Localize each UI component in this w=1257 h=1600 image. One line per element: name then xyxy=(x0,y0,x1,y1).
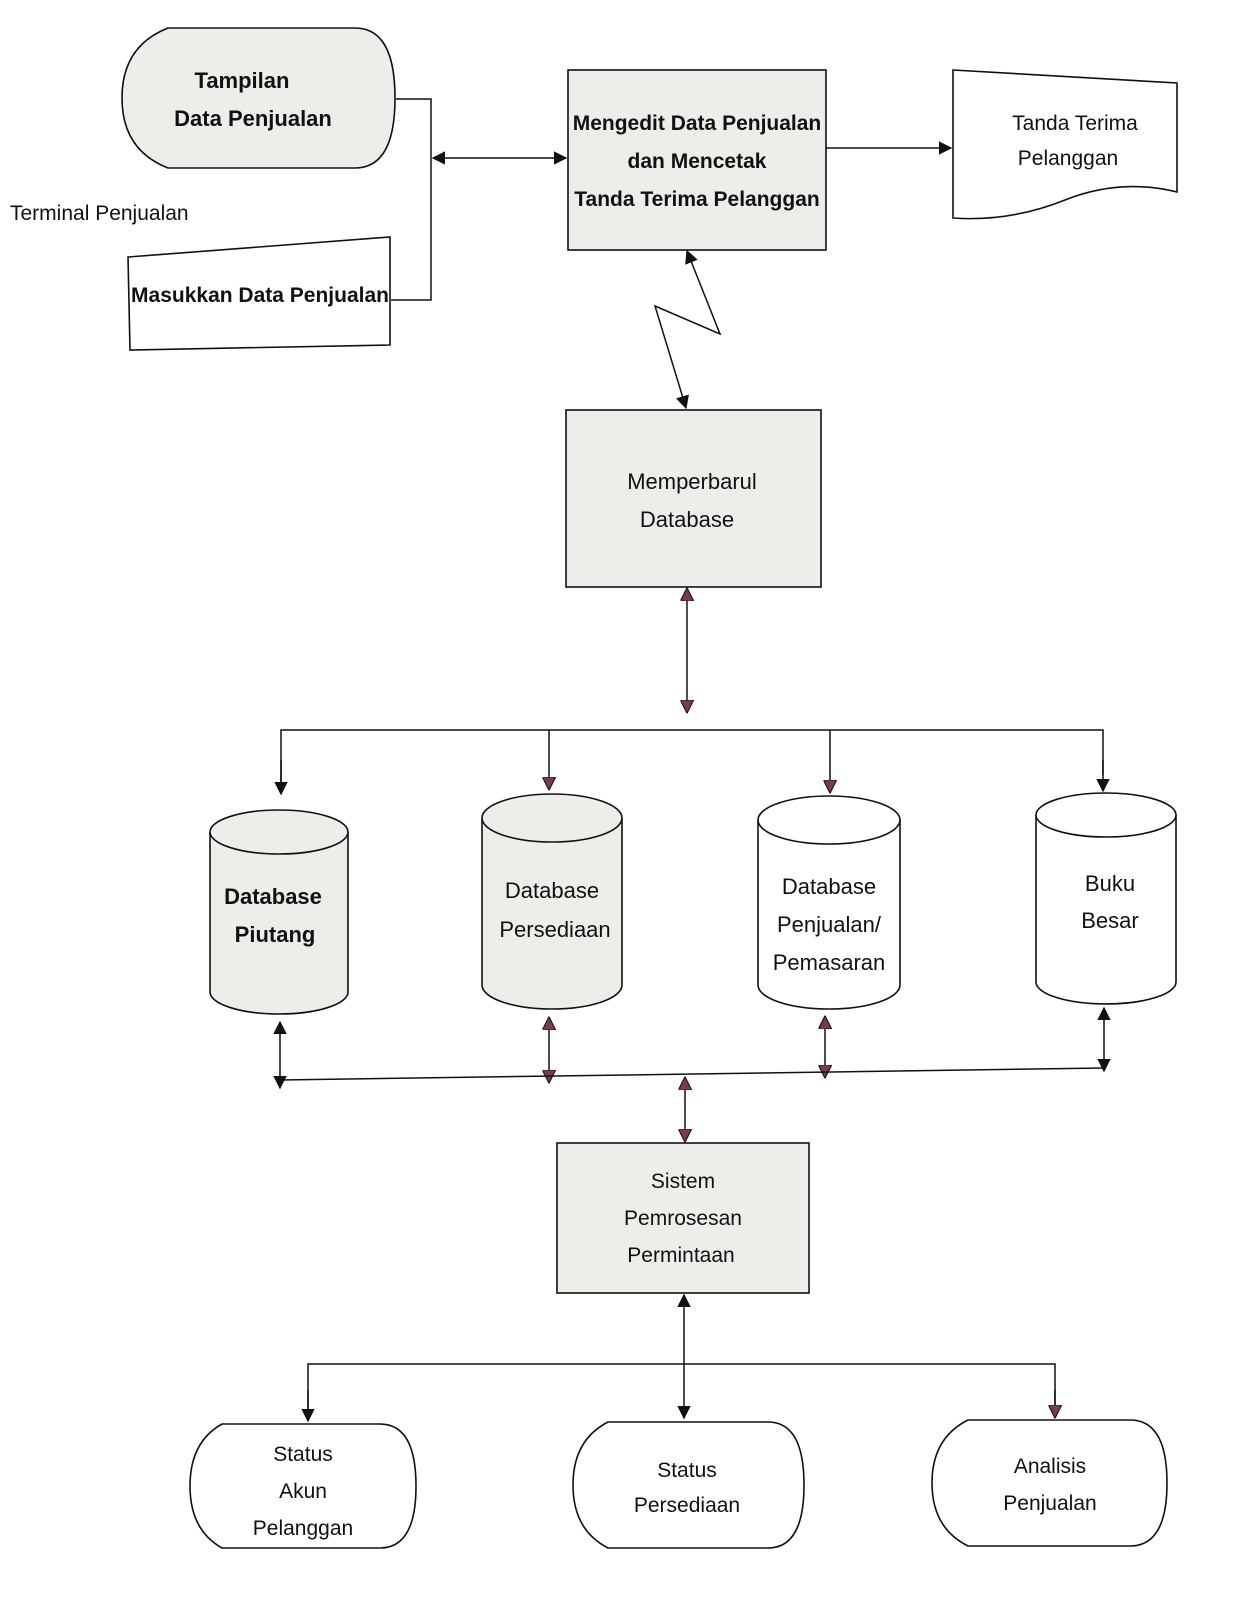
general-ledger-line-1: Buku xyxy=(1085,871,1135,896)
customer-account-status-line-1: Status xyxy=(273,1443,333,1466)
general-ledger-line-2: Besar xyxy=(1081,908,1138,933)
update-database-line-1: Memperbarul xyxy=(627,469,757,494)
customer-account-status-line-2: Akun xyxy=(279,1480,327,1503)
inquiry-system-process: Sistem Pemrosesan Permintaan xyxy=(556,1142,810,1294)
db-sales-marketing-line-2: Penjualan/ xyxy=(777,912,882,937)
inquiry-system-line-2: Pemrosesan xyxy=(624,1207,742,1230)
update-database-line-2: Database xyxy=(640,507,734,532)
display-sales-data-line-1: Tampilan xyxy=(195,68,290,93)
inventory-status-line-2: Persediaan xyxy=(634,1494,740,1517)
customer-receipt-line-1: Tanda Terima xyxy=(1012,112,1138,135)
db-inventory-line-2: Persediaan xyxy=(499,917,610,942)
connector-output-bus xyxy=(307,1363,1056,1418)
edit-and-print-line-3: Tanda Terima Pelanggan xyxy=(574,188,819,211)
connector-db-distribution-bus xyxy=(280,729,1104,792)
inquiry-system-line-1: Sistem xyxy=(651,1170,715,1193)
input-sales-data-label: Masukkan Data Penjualan xyxy=(131,284,389,307)
db-sales-marketing-line-1: Database xyxy=(782,874,876,899)
db-receivables-line-2: Piutang xyxy=(235,922,316,947)
sales-analysis-line-2: Penjualan xyxy=(1003,1492,1096,1515)
update-database-process: Memperbarul Database xyxy=(565,409,822,588)
customer-receipt-document: Tanda Terima Pelanggan xyxy=(952,69,1178,220)
display-sales-data-line-2: Data Penjualan xyxy=(174,106,332,131)
connector-inquiry-bus xyxy=(279,1067,1105,1081)
edit-and-print-line-1: Mengedit Data Penjualan xyxy=(573,112,822,135)
db-inventory-line-1: Database xyxy=(505,878,599,903)
db-inventory-cylinder: Database Persediaan xyxy=(481,793,623,1010)
customer-receipt-line-2: Pelanggan xyxy=(1018,147,1118,170)
inquiry-system-line-3: Permintaan xyxy=(627,1244,734,1267)
connector-telecom-link xyxy=(653,249,722,410)
edit-and-print-process: Mengedit Data Penjualan dan Mencetak Tan… xyxy=(567,69,827,251)
inventory-status-line-1: Status xyxy=(657,1459,717,1482)
db-sales-marketing-line-3: Pemasaran xyxy=(773,950,886,975)
display-sales-data: Tampilan Data Penjualan xyxy=(121,27,396,169)
db-sales-marketing-cylinder: Database Penjualan/ Pemasaran xyxy=(757,795,901,1010)
customer-account-status-display: Status Akun Pelanggan xyxy=(189,1423,417,1549)
sales-analysis-display: Analisis Penjualan xyxy=(931,1419,1168,1547)
sales-analysis-line-1: Analisis xyxy=(1014,1455,1086,1478)
db-receivables-line-1: Database xyxy=(224,884,322,909)
input-sales-data: Masukkan Data Penjualan xyxy=(127,236,391,351)
inventory-status-display: Status Persediaan xyxy=(572,1421,805,1549)
db-receivables-cylinder: Database Piutang xyxy=(209,809,349,1015)
general-ledger-cylinder: Buku Besar xyxy=(1035,792,1177,1005)
customer-account-status-line-3: Pelanggan xyxy=(253,1517,353,1540)
terminal-label: Terminal Penjualan xyxy=(10,202,189,225)
connector-display-to-bracket xyxy=(391,98,432,301)
edit-and-print-line-2: dan Mencetak xyxy=(628,150,767,173)
